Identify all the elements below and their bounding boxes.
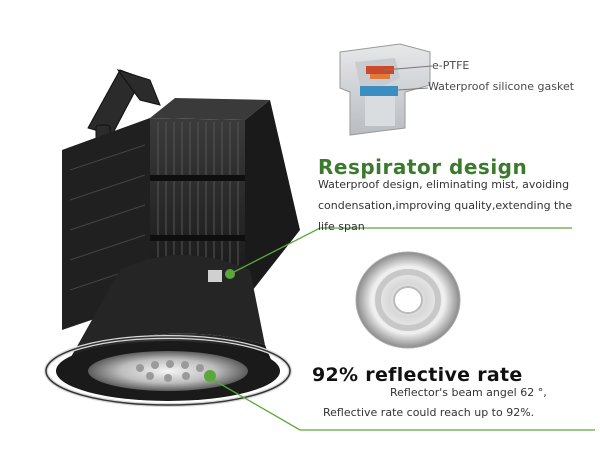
eptfe-label: e-PTFE bbox=[432, 59, 470, 72]
reflector-cone-image bbox=[355, 251, 461, 349]
respirator-description: Waterproof design, eliminating mist, avo… bbox=[318, 174, 572, 237]
reflective-rate-title: 92% reflective rate bbox=[312, 364, 523, 386]
respirator-line-3: life span bbox=[318, 220, 365, 233]
respirator-line-2: condensation,improving quality,extending… bbox=[318, 199, 573, 212]
respirator-design-title: Respirator design bbox=[318, 155, 528, 179]
silicone-gasket-label: Waterproof silicone gasket bbox=[428, 80, 575, 93]
gasket-cutaway-diagram bbox=[339, 43, 433, 136]
callout-dot-respirator bbox=[225, 269, 235, 279]
beam-angle-text: Reflector's beam angel 62 °, bbox=[390, 386, 547, 399]
respirator-line-1: Waterproof design, eliminating mist, avo… bbox=[318, 178, 570, 191]
reflective-rate-text: Reflective rate could reach up to 92%. bbox=[323, 406, 535, 419]
callout-dot-reflector bbox=[204, 370, 216, 382]
leader-lines bbox=[209, 227, 595, 431]
